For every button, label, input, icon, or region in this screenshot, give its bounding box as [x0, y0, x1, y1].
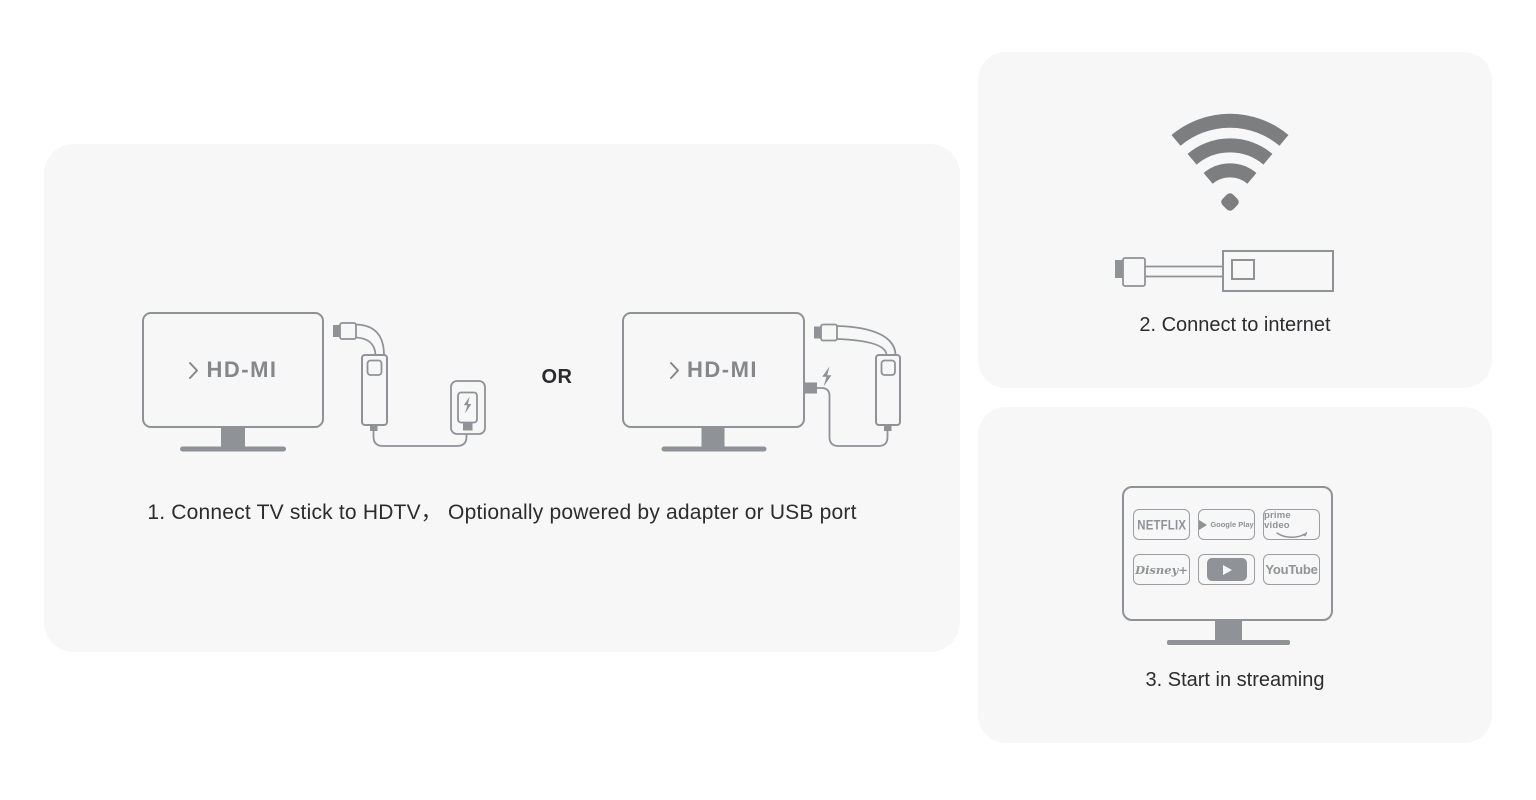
tv-stand-neck — [221, 427, 245, 447]
lightning-bolt-icon — [463, 396, 472, 414]
tv-stick-icon — [333, 322, 388, 431]
step-2-panel: 2. Connect to internet — [978, 52, 1492, 388]
hdmi-source-label: HD-MI — [686, 357, 759, 382]
power-adapter-icon — [450, 380, 486, 435]
tv-stand-neck — [701, 427, 725, 447]
hdmi-plug-icon — [814, 326, 821, 339]
disney-plus-app-tile: Disney+ — [1133, 554, 1190, 585]
hdmi-plug-icon — [1115, 260, 1123, 278]
hdtv-icon — [622, 312, 832, 452]
google-play-triangle-icon — [1199, 519, 1208, 530]
stick-cable — [1145, 265, 1227, 278]
stick-cable — [355, 336, 377, 356]
tv-stand-base — [1167, 640, 1290, 645]
netflix-app-tile: NETFLIX — [1133, 509, 1190, 540]
netflix-logo: NETFLIX — [1137, 516, 1186, 533]
disney-plus-logo: Disney+ — [1135, 562, 1188, 577]
tv-stick-icon — [1115, 250, 1334, 292]
tv-stick-icon — [814, 323, 901, 431]
power-cable — [817, 387, 889, 447]
adapter-plug — [463, 422, 473, 431]
play-triangle-icon — [1223, 564, 1232, 575]
youtube-logo: YouTube — [1265, 562, 1318, 577]
youtube-app-tile: YouTube — [1263, 554, 1320, 585]
step-1-panel: HD-MI HD-MI OR 1. Connect TV stick to HD… — [44, 144, 960, 652]
step-2-caption: 2. Connect to internet — [1139, 314, 1331, 336]
step-2-diagram — [1115, 113, 1334, 292]
prime-video-app-tile: prime video — [1263, 509, 1320, 540]
tv1-screen-label: HD-MI — [143, 313, 323, 427]
hdtv-icon — [142, 312, 324, 452]
wifi-icon — [1171, 113, 1289, 211]
step-3-panel: NETFLIX Google Play prime video D — [978, 407, 1492, 743]
prime-swoosh-icon — [1275, 531, 1307, 538]
hdmi-plug-icon — [333, 325, 340, 337]
tv-stand-base — [661, 446, 767, 452]
tv-stand-base — [180, 446, 286, 452]
chevron-right-icon — [669, 361, 679, 379]
play-button-icon — [1206, 558, 1247, 581]
stick-cable — [355, 323, 385, 356]
prime-video-logo: prime video — [1264, 509, 1291, 531]
hdtv-icon: NETFLIX Google Play prime video D — [1122, 486, 1333, 621]
google-play-logo: Google Play — [1210, 520, 1254, 529]
google-play-app-tile: Google Play — [1198, 509, 1255, 540]
stick-power-port — [884, 425, 892, 431]
or-separator-label: OR — [541, 366, 573, 388]
tv-stand-neck — [1215, 621, 1242, 641]
stick-cable — [836, 325, 897, 356]
stick-cable — [836, 338, 888, 356]
hdmi-source-label: HD-MI — [206, 357, 278, 382]
usb-port-icon — [803, 382, 817, 394]
chevron-right-icon — [189, 361, 199, 379]
lightning-bolt-icon — [822, 366, 832, 387]
step-3-caption: 3. Start in streaming — [1145, 669, 1325, 691]
tv2-screen-label: HD-MI — [623, 313, 804, 427]
stick-power-port — [370, 425, 378, 431]
step-1-caption: 1. Connect TV stick to HDTV， Optionally … — [147, 501, 857, 524]
step-1-diagram — [142, 312, 901, 452]
power-cable — [372, 431, 468, 447]
app-tile-grid: NETFLIX Google Play prime video D — [1133, 509, 1320, 585]
youtube-icon-app-tile — [1198, 554, 1255, 585]
